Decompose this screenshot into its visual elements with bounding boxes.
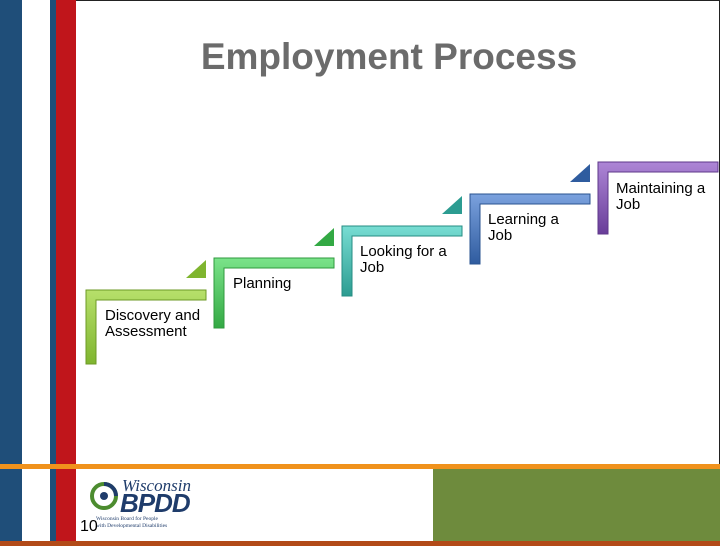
footer-white-block <box>22 469 50 546</box>
logo-mark-icon <box>90 482 118 510</box>
left-blue-stripe <box>50 0 56 546</box>
step-4-bracket <box>469 193 591 265</box>
step-3-label: Looking for a Job <box>360 243 447 276</box>
step-1 <box>85 260 207 365</box>
logo-subtitle-line2: with Developmental Disabilities <box>96 523 168 529</box>
slide-title: Employment Process <box>200 36 578 77</box>
step-3-bracket <box>341 225 463 297</box>
left-blue-bar <box>0 0 22 546</box>
step-5-bracket <box>597 161 719 235</box>
step-2 <box>213 228 335 329</box>
page-number: 10 <box>80 518 98 535</box>
footer-bottom-line <box>0 541 720 546</box>
step-5-label: Maintaining a Job <box>616 180 706 213</box>
step-4-label: Learning a Job <box>488 211 559 244</box>
footer-orange-line <box>0 464 720 469</box>
logo-subtitle: Wisconsin Board for People with Developm… <box>96 516 167 530</box>
step-4-arrow-tip <box>570 164 590 182</box>
step-2-arrow-tip <box>314 228 334 246</box>
step-4 <box>469 164 591 265</box>
step-2-label: Planning <box>233 275 292 292</box>
step-1-label: Discovery and Assessment <box>105 307 201 340</box>
step-1-arrow-tip <box>186 260 206 278</box>
logo-subtitle-line1: Wisconsin Board for People <box>96 516 158 522</box>
left-red-bar <box>56 0 76 546</box>
step-5 <box>597 161 719 235</box>
logo-wordmark-top: Wisconsin <box>122 476 191 495</box>
step-2-bracket <box>213 257 335 329</box>
step-3-arrow-tip <box>442 196 462 214</box>
logo-wordmark-abbr: BPDD <box>120 488 191 518</box>
step-3 <box>341 196 463 297</box>
step-1-bracket <box>85 289 207 365</box>
wisconsin-bpdd-logo: Wisconsin BPDD Wisconsin Board for Peopl… <box>88 472 228 540</box>
left-white-bar <box>22 0 50 546</box>
footer-green-block <box>433 469 720 544</box>
